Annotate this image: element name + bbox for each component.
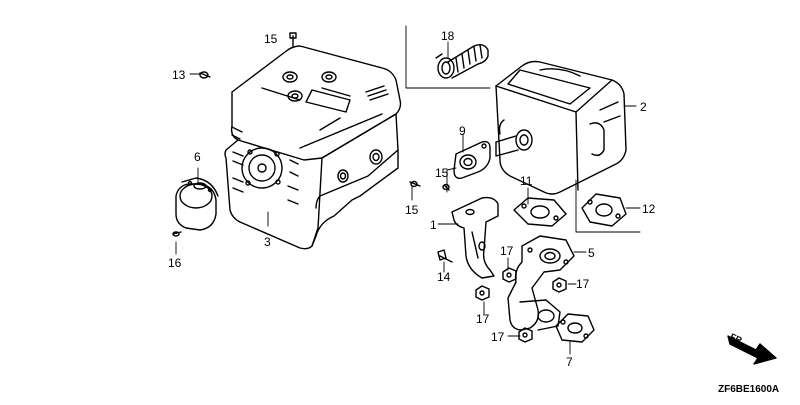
exhaust-manifold [507,235,575,331]
callout-16: 16 [168,256,182,270]
callout-2: 2 [640,100,647,114]
callout-5: 5 [588,246,595,260]
callout-12: 12 [642,202,656,216]
callout-9: 9 [459,124,466,138]
callout-15-mid: 15 [405,203,419,217]
nuts-17 [475,267,567,343]
callout-17-d: 17 [491,330,505,344]
callout-1: 1 [430,218,437,232]
muffler [495,60,627,195]
callout-15-top: 15 [264,32,278,46]
gasket-7 [555,313,595,343]
callout-3: 3 [264,235,271,249]
muffler-screen [453,140,491,180]
spark-arrester [435,43,489,79]
callout-14: 14 [437,270,451,284]
exhaust-deflector [175,177,219,231]
diagram-code: ZF6BE1600A [718,384,780,395]
front-arrow [727,335,777,365]
callout-11: 11 [520,174,533,188]
bolt-14 [437,249,453,263]
muffler-protector [224,45,402,250]
gaskets-11-12 [513,193,627,227]
callout-7: 7 [566,355,573,369]
callout-17-a: 17 [500,244,514,258]
callout-6: 6 [194,150,201,164]
muffler-bracket [451,196,499,279]
leader-lines [175,25,641,355]
callout-13: 13 [172,68,186,82]
callout-17-b: 17 [576,277,590,291]
callout-17-c: 17 [476,312,490,326]
callout-15-right: 15 [435,166,449,180]
callout-18: 18 [441,29,455,43]
